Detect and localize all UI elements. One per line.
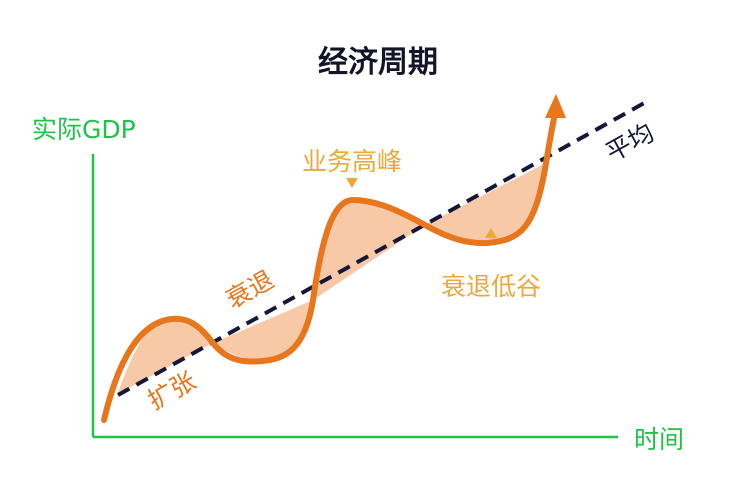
trough-area	[425, 163, 546, 243]
trough-label: 衰退低谷	[441, 272, 541, 301]
peak-area	[313, 200, 425, 300]
diagram-title: 经济周期	[318, 45, 438, 80]
expansion-area-1	[117, 318, 213, 395]
deviation-areas	[117, 163, 546, 395]
recession-label: 衰退	[221, 265, 279, 315]
average-label: 平均	[601, 118, 659, 168]
axes: 实际GDP 时间	[32, 115, 684, 454]
x-axis-label: 时间	[634, 425, 684, 454]
trough-marker-icon	[485, 228, 497, 238]
curve-arrow-icon	[545, 94, 566, 118]
peak-label: 业务高峰	[302, 147, 402, 176]
recession-area-1	[213, 300, 313, 362]
business-cycle-curve	[101, 107, 559, 423]
peak-marker-icon	[346, 178, 358, 188]
average-trend-line	[117, 100, 647, 397]
y-axis-label: 实际GDP	[32, 115, 136, 144]
